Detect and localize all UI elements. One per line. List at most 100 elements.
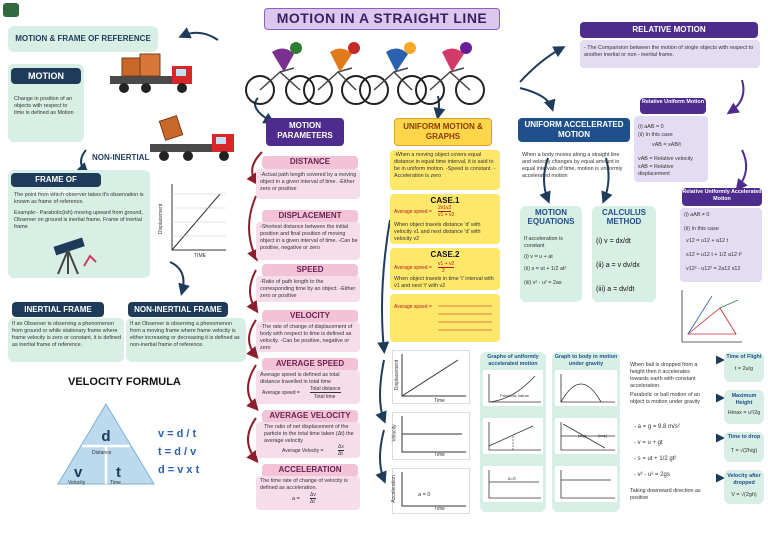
average-velocity-formula-den: Δt [338, 451, 343, 457]
frame-heading: FRAME OF REFERENCE [11, 173, 101, 198]
motion-text: Change in position of an objects with re… [14, 96, 74, 116]
average-velocity-formula-num: Δx [338, 444, 344, 451]
velocity-text: -The rate of change of displacement of b… [260, 324, 353, 351]
speed-box [256, 276, 360, 302]
triangle-t-label: Time [110, 480, 121, 486]
relative-vector-diagram [681, 290, 742, 343]
equation-3: (iii) v² - u² = 2as [524, 280, 562, 286]
formula-3: d = v x t [158, 464, 200, 476]
graph-b-heading: Graph to body in motion under gravity [554, 354, 618, 367]
cyclists-illustration [245, 42, 485, 105]
acceleration-formula-den: Δt [310, 499, 315, 505]
avg-speed-box [390, 294, 500, 342]
relative-uniform-4: xAB = Relative displacement [638, 164, 674, 177]
telescope-illustration [53, 237, 97, 275]
uniform-graph-3-xlabel: Time [434, 506, 445, 512]
case2-heading: CASE.2 [430, 250, 460, 259]
gravity-eq-1: - v = u + gt [634, 440, 663, 446]
uniform-graph-3-plot [401, 472, 466, 507]
average-velocity-box [256, 422, 360, 458]
velocity-triangle [57, 403, 155, 485]
equation-0: If acceleration is constant [524, 236, 563, 249]
frame-example: Example:- Parabolic(ish) moving upward f… [14, 210, 143, 230]
frame-box [8, 170, 150, 278]
graph-b-label-0: (a,g) [578, 433, 587, 438]
displacement-text: -Shortest distance between the initial p… [260, 224, 358, 251]
formula-1: v = d / t [158, 428, 197, 440]
case1-box [390, 194, 500, 244]
average-speed-heading: AVERAGE SPEED [262, 358, 358, 371]
uniform-graph-2-xlabel: Time [434, 452, 445, 458]
relative-text: - The Comparision between the motion of … [584, 45, 754, 58]
relative-uniform-2: vAB = xAB/t [652, 142, 681, 148]
max-height-box [724, 390, 764, 424]
acceleration-formula-num: Δv [310, 492, 316, 499]
gravity-eq-3: - v² - u² = 2gs [634, 472, 670, 478]
average-speed-formula-num: Total distance [310, 386, 341, 393]
noninertial-text: If an Observer is observing a phenomenon… [130, 321, 240, 348]
acceleration-box [256, 476, 360, 510]
velocity-ground: V = √(2gh) [731, 492, 757, 498]
inertial-heading: INERTIAL FRAME [12, 302, 104, 317]
relative-uniform-0: (i) aAB = 0 [638, 124, 664, 130]
relative-uniform-heading: Relative Uniform Motion [640, 98, 706, 114]
distance-heading: DISTANCE [262, 156, 358, 169]
equations-heading: MOTION EQUATIONS [527, 208, 575, 226]
truck-illustration [110, 53, 192, 93]
non-inertial-label: NON-INERTIAL [92, 153, 150, 162]
gravity-text: When ball is dropped from a height then … [630, 362, 698, 389]
case1-heading: CASE.1 [430, 196, 460, 205]
average-speed-formula-den: Total time [314, 394, 336, 400]
uniform-graph-2-ylabel: Velocity [391, 424, 398, 442]
max-height: Hmax = u²/2g [727, 410, 761, 416]
distance-box [256, 169, 360, 199]
graph-b-plots [555, 370, 617, 502]
noninertial-box [126, 318, 246, 362]
inertial-box [8, 318, 124, 362]
uniform-graph-3-ylabel: Acceleration [390, 475, 397, 503]
velocity-formula-heading: VELOCITY FORMULA [68, 376, 181, 388]
accelerated-heading: UNIFORM ACCELERATED MOTION [518, 118, 630, 142]
triangle-t: t [116, 464, 121, 481]
graph-a-label-0: Parabolic nature [500, 393, 530, 398]
frame-graph-ylabel: Displacement [158, 203, 165, 235]
case2-den: 2 [442, 268, 445, 274]
relative-accel-4: v12² - u12² = 2a12 s12 [686, 266, 741, 272]
frame-graph-xlabel: TIME [194, 253, 206, 259]
accelerated-intro: When a body moves along a straight line … [522, 152, 623, 179]
case1-den: v1 + v2 [438, 212, 455, 218]
time-of-flight-box [724, 352, 764, 382]
uniform-graph-2-plot [401, 416, 466, 453]
case2-box [390, 248, 500, 290]
gravity-text2: Parabolic or ball motion of an object is… [630, 392, 701, 405]
graph-a-plots [483, 370, 543, 502]
max-height-heading: Maximum Height [731, 393, 757, 406]
velocity-heading: VELOCITY [262, 310, 358, 323]
noninertial-heading: NON-INERTIAL FRAME [128, 302, 228, 317]
calculus-1: (ii) a = v dv/dx [596, 262, 640, 269]
case1-text: When object travels distance 'd' with ve… [394, 222, 481, 242]
average-speed-box [256, 370, 360, 404]
page-title: MOTION IN A STRAIGHT LINE [264, 8, 500, 30]
logo [3, 3, 19, 17]
relative-uniform-3: vAB = Relative velocity [638, 156, 693, 162]
calculus-2: (iii) a = dv/dt [596, 286, 635, 293]
velocity-ground-box [724, 470, 764, 504]
average-velocity-heading: AVERAGE VELOCITY [262, 410, 358, 423]
displacement-heading: DISPLACEMENT [262, 210, 358, 223]
distance-text: -Actual path length covered by a moving … [260, 172, 357, 192]
calculus-0: (i) v = dx/dt [596, 238, 631, 245]
motion-frame-heading: MOTION & FRAME OF REFERENCE [15, 34, 151, 43]
calculus-heading: CALCULUS METHOD [602, 208, 646, 226]
displacement-box [256, 222, 360, 260]
calculus-box [592, 206, 656, 302]
time-to-drop-heading: Time to drop [727, 434, 761, 440]
relative-accel-3: s12 = u12 t + 1/2 a12 t² [686, 252, 742, 258]
avg-speed-fraction-lines [438, 305, 492, 331]
parameters-heading: MOTION PARAMETERS [266, 118, 344, 146]
uniform-graph-1-xlabel: Time [434, 398, 445, 404]
relative-heading: RELATIVE MOTION [580, 22, 758, 38]
gravity-note: Taking downward direction as positive [630, 488, 701, 501]
velocity-ground-heading: Velocity after dropped [727, 473, 761, 486]
